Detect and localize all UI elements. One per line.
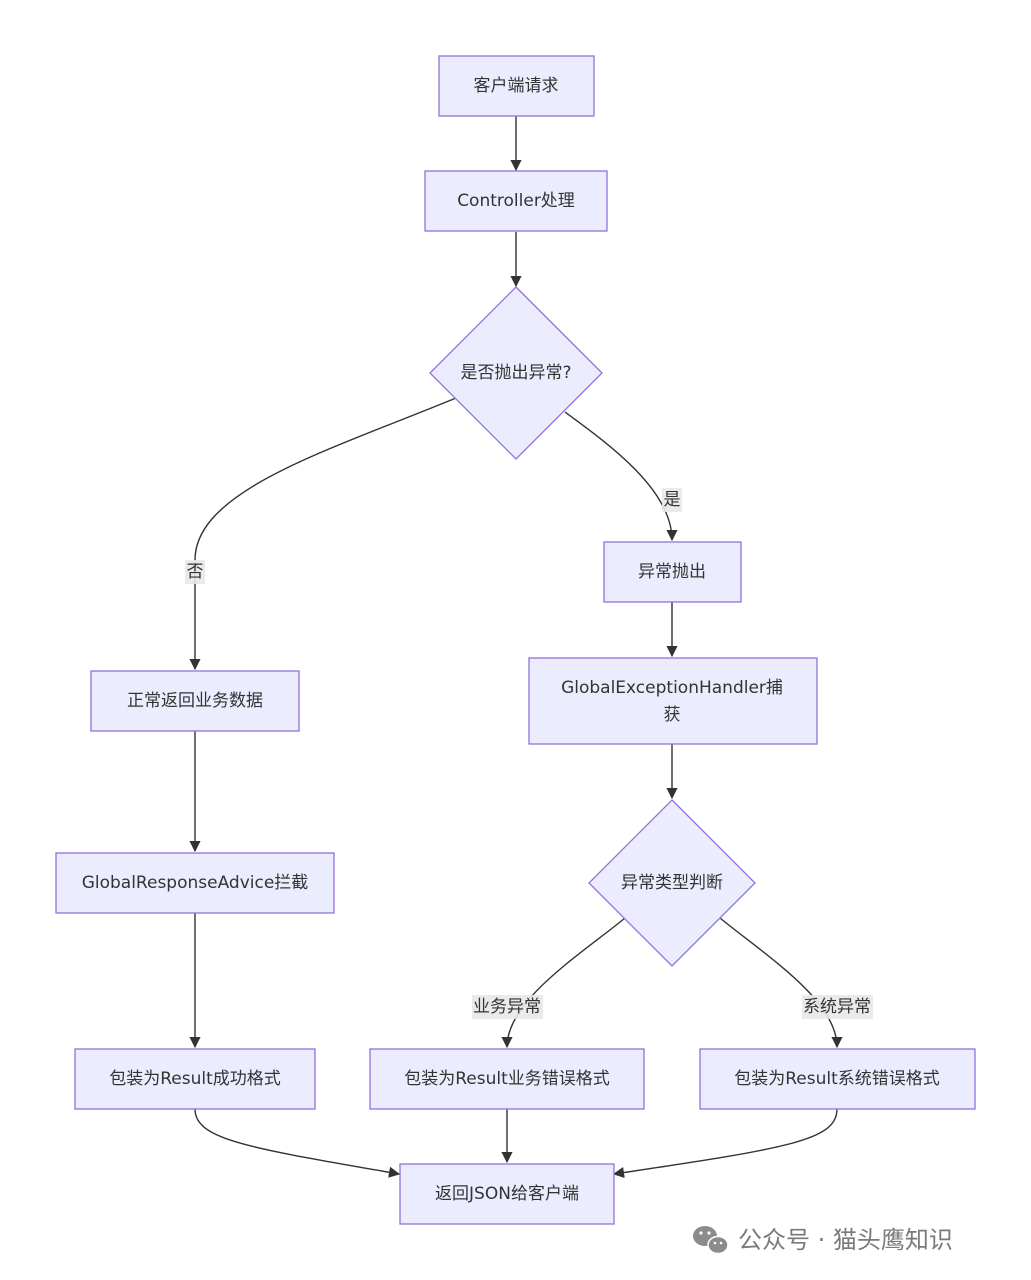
edge-label-business-exception-text: 业务异常 [473,997,541,1017]
edge-label-system-exception-text: 系统异常 [803,997,871,1017]
node-exception-decision: 是否抛出异常? [429,286,603,460]
node-client-request: 客户端请求 [438,55,595,117]
node-exception-decision-label: 是否抛出异常? [460,363,571,383]
node-wrap-success: 包装为Result成功格式 [74,1048,316,1110]
node-normal-return-label: 正常返回业务数据 [127,691,263,711]
wechat-icon [693,1226,729,1255]
node-wrap-business-error: 包装为Result业务错误格式 [369,1048,645,1110]
node-wrap-system-error: 包装为Result系统错误格式 [699,1048,976,1110]
node-exception-thrown: 异常抛出 [603,541,742,603]
edge-decision-to-exception [564,411,678,542]
node-client-request-label: 客户端请求 [474,76,559,96]
node-controller-label: Controller处理 [457,191,575,211]
node-global-exception-handler: GlobalExceptionHandler捕 获 [528,657,818,745]
node-normal-return: 正常返回业务数据 [90,670,300,732]
node-response-advice-label: GlobalResponseAdvice拦截 [82,873,309,893]
edge-system-error-to-return [612,1108,838,1179]
edge-success-to-return [194,1108,401,1178]
node-exception-type-label: 异常类型判断 [621,873,723,893]
edge-label-yes-text: 是 [664,490,681,510]
edge-label-no: 否 [185,560,205,584]
node-response-advice: GlobalResponseAdvice拦截 [55,852,335,914]
node-handler-label-line1: GlobalExceptionHandler捕 [561,678,783,698]
node-handler-label-line2: 获 [664,705,681,725]
watermark-text: 公众号 · 猫头鹰知识 [738,1226,953,1254]
node-exception-type-decision: 异常类型判断 [588,799,756,967]
node-controller: Controller处理 [424,170,608,232]
watermark: 公众号 · 猫头鹰知识 [693,1226,953,1255]
node-return-json-label: 返回JSON给客户端 [435,1184,579,1204]
edge-label-system-exception: 系统异常 [802,995,873,1019]
edge-type-to-business-error [501,917,626,1049]
node-wrap-business-error-label: 包装为Result业务错误格式 [404,1069,610,1089]
node-return-json: 返回JSON给客户端 [399,1163,615,1225]
edge-type-to-system-error [719,917,843,1049]
edge-decision-to-normal [189,397,457,671]
node-wrap-system-error-label: 包装为Result系统错误格式 [734,1069,940,1089]
edge-label-yes: 是 [662,488,682,512]
edge-label-no-text: 否 [187,562,204,582]
edge-label-business-exception: 业务异常 [472,995,543,1019]
node-wrap-success-label: 包装为Result成功格式 [109,1069,281,1089]
node-exception-thrown-label: 异常抛出 [638,562,706,582]
